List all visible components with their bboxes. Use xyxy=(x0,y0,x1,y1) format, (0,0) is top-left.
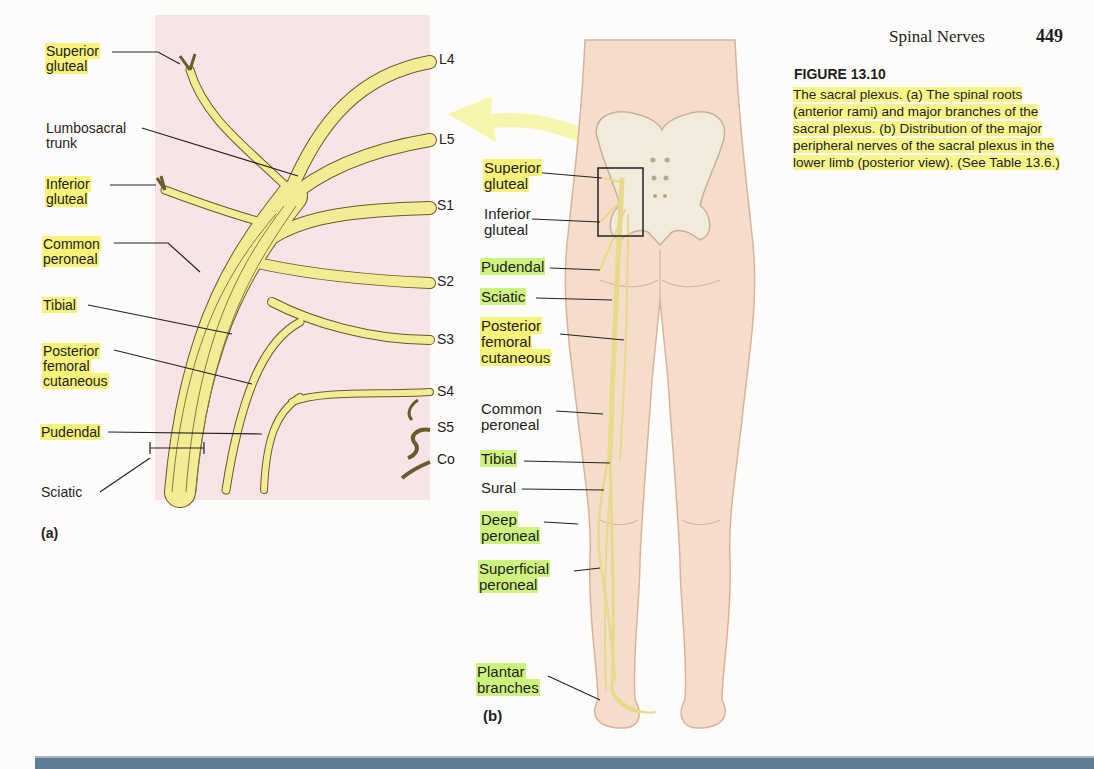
nerve-label: Pudendal xyxy=(480,258,545,275)
root-label: L4 xyxy=(438,51,456,67)
label-box: (b) xyxy=(482,708,503,724)
sacral-foramina xyxy=(651,158,670,199)
page-number: 449 xyxy=(1035,26,1064,46)
page-bar xyxy=(35,758,1094,769)
root-label: L5 xyxy=(438,131,456,147)
nerve-label: Posterior femoral cutaneous xyxy=(480,317,551,366)
root-label: S3 xyxy=(436,331,455,347)
label-box: Lumbosacral trunk xyxy=(45,121,137,151)
label-box: Sciatic xyxy=(480,289,526,305)
label-box: Co xyxy=(436,452,456,467)
label-box: Common peroneal xyxy=(42,237,112,267)
label-box: Tibial xyxy=(480,451,517,467)
nerve-label: Plantar branches xyxy=(476,663,540,696)
limb-nerves xyxy=(598,178,655,713)
figure-number: FIGURE 13.10 xyxy=(793,66,887,82)
root-label: S5 xyxy=(436,419,455,435)
pointer-arrow xyxy=(448,96,596,150)
label-box: FIGURE 13.10 xyxy=(793,67,887,82)
nerve-label: Pudendal xyxy=(40,424,101,440)
root-label: S2 xyxy=(436,273,455,289)
panel-ground xyxy=(155,15,430,500)
nerve-label: Posterior femoral cutaneous xyxy=(42,343,109,389)
label-box: Pudendal xyxy=(40,425,101,440)
label-box: S1 xyxy=(436,198,455,213)
nerve-fibres xyxy=(157,54,430,492)
label-box: Sciatic xyxy=(40,485,83,500)
root-label: Co xyxy=(436,451,456,467)
label-box: Deep peroneal xyxy=(480,512,550,544)
nerve-label: Deep peroneal xyxy=(480,511,540,544)
nerve-label: Inferior gluteal xyxy=(45,176,91,207)
label-box: S3 xyxy=(436,332,455,347)
label-box: S2 xyxy=(436,274,455,289)
label-box: Posterior femoral cutaneous xyxy=(42,344,114,389)
label-box: 449 xyxy=(1035,27,1064,46)
root-label: S4 xyxy=(436,383,455,399)
label-box: S5 xyxy=(436,420,455,435)
caption-box: The sacral plexus. (a) The spinal roots … xyxy=(793,86,1075,171)
label-box: L4 xyxy=(438,52,456,67)
nerve-label: Superior gluteal xyxy=(45,43,100,74)
leader-line xyxy=(88,52,298,492)
nerve-label: Tibial xyxy=(480,450,517,467)
figure-caption: The sacral plexus. (a) The spinal roots … xyxy=(793,87,1060,170)
label-box: Inferior gluteal xyxy=(483,206,549,238)
label-box: Common peroneal xyxy=(480,401,556,433)
panel-letter: (a) xyxy=(40,525,59,541)
nerve-band xyxy=(165,62,430,492)
label-box: (a) xyxy=(40,526,59,541)
label-box: Plantar branches xyxy=(476,664,548,696)
nerve-label: Common peroneal xyxy=(42,236,101,267)
nerve-label: Superior gluteal xyxy=(483,159,542,192)
label-box: L5 xyxy=(438,132,456,147)
label-box: S4 xyxy=(436,384,455,399)
root-label: S1 xyxy=(436,197,455,213)
nerve-label: Inferior gluteal xyxy=(483,205,532,238)
label-box: Sural xyxy=(480,480,517,496)
page-header: Spinal Nerves xyxy=(888,27,986,46)
panel-letter: (b) xyxy=(482,707,503,724)
nerve-outline xyxy=(165,62,430,492)
label-box: Posterior femoral cutaneous xyxy=(480,318,556,367)
label-box: Pudendal xyxy=(480,259,545,275)
nerve-label: Sciatic xyxy=(40,484,83,500)
nerve-label: Tibial xyxy=(42,297,77,313)
label-box: Tibial xyxy=(42,298,77,313)
nerve-label: Superficial peroneal xyxy=(478,560,550,593)
nerve-label: Lumbosacral trunk xyxy=(45,120,127,151)
leader-line xyxy=(522,172,624,700)
body-outline xyxy=(565,40,754,728)
nerve-label: Sural xyxy=(480,479,517,496)
nerve-label: Common peroneal xyxy=(480,400,543,433)
page-bar-edge xyxy=(35,756,1094,758)
label-box: Inferior gluteal xyxy=(45,177,107,207)
nerve-label: Sciatic xyxy=(480,288,526,305)
detail-box xyxy=(598,168,643,236)
label-box: Superior gluteal xyxy=(483,160,549,192)
label-box: Spinal Nerves xyxy=(888,28,986,46)
label-box: Superior gluteal xyxy=(45,44,107,74)
pelvis-bone xyxy=(596,112,724,245)
label-box: Superficial peroneal xyxy=(478,561,560,593)
